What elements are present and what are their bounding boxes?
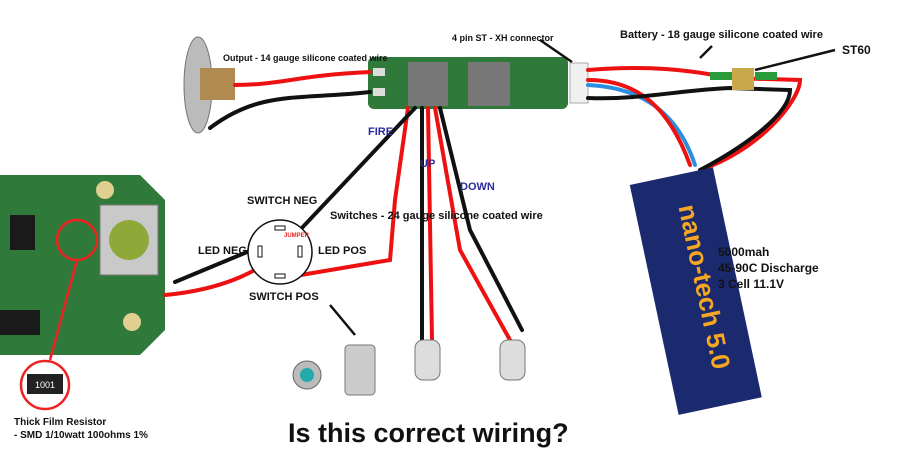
- st60-connector: [710, 68, 777, 90]
- lipo-battery: nano-tech 5.0: [629, 167, 762, 415]
- resistor-spec: - SMD 1/10watt 100ohms 1%: [14, 430, 148, 441]
- dna200-board: [368, 57, 589, 109]
- jumper-label: JUMPER: [284, 233, 310, 239]
- output-510-connector: [183, 36, 235, 134]
- switch-pcb: [0, 175, 165, 361]
- resistor-callout: 1001: [19, 359, 71, 411]
- resistor-label: Thick Film Resistor - SMD 1/10watt 100oh…: [14, 416, 148, 442]
- st60-label: ST60: [842, 43, 871, 57]
- battery-discharge: 45-90C Discharge: [718, 261, 819, 275]
- switch-pos-label: SWITCH POS: [249, 291, 319, 303]
- up-label: UP: [420, 158, 436, 170]
- output-wire-label: Output - 14 gauge silicone coated wire: [223, 53, 388, 63]
- resistor-code: 1001: [35, 380, 55, 390]
- battery-wire-label: Battery - 18 gauge silicone coated wire: [620, 29, 823, 41]
- switch-neg-label: SWITCH NEG: [247, 195, 318, 207]
- switch-pinout: [247, 219, 313, 285]
- led-pos-label: LED POS: [318, 245, 367, 257]
- connector-label: 4 pin ST - XH connector: [452, 33, 554, 43]
- page-title: Is this correct wiring?: [288, 418, 569, 448]
- fire-label: FIRE: [368, 126, 394, 138]
- arrows: [329, 38, 836, 336]
- battery-specs: 5000mah 45-90C Discharge 3 Cell 11.1V: [718, 244, 819, 292]
- resistor-type: Thick Film Resistor: [14, 417, 107, 428]
- push-buttons: [292, 339, 526, 396]
- battery-capacity: 5000mah: [718, 245, 770, 259]
- battery-cells: 3 Cell 11.1V: [718, 277, 785, 291]
- down-label: DOWN: [460, 181, 495, 193]
- switch-wire-label: Switches - 24 gauge silicone coated wire: [330, 210, 543, 222]
- led-neg-label: LED NEG: [198, 245, 247, 257]
